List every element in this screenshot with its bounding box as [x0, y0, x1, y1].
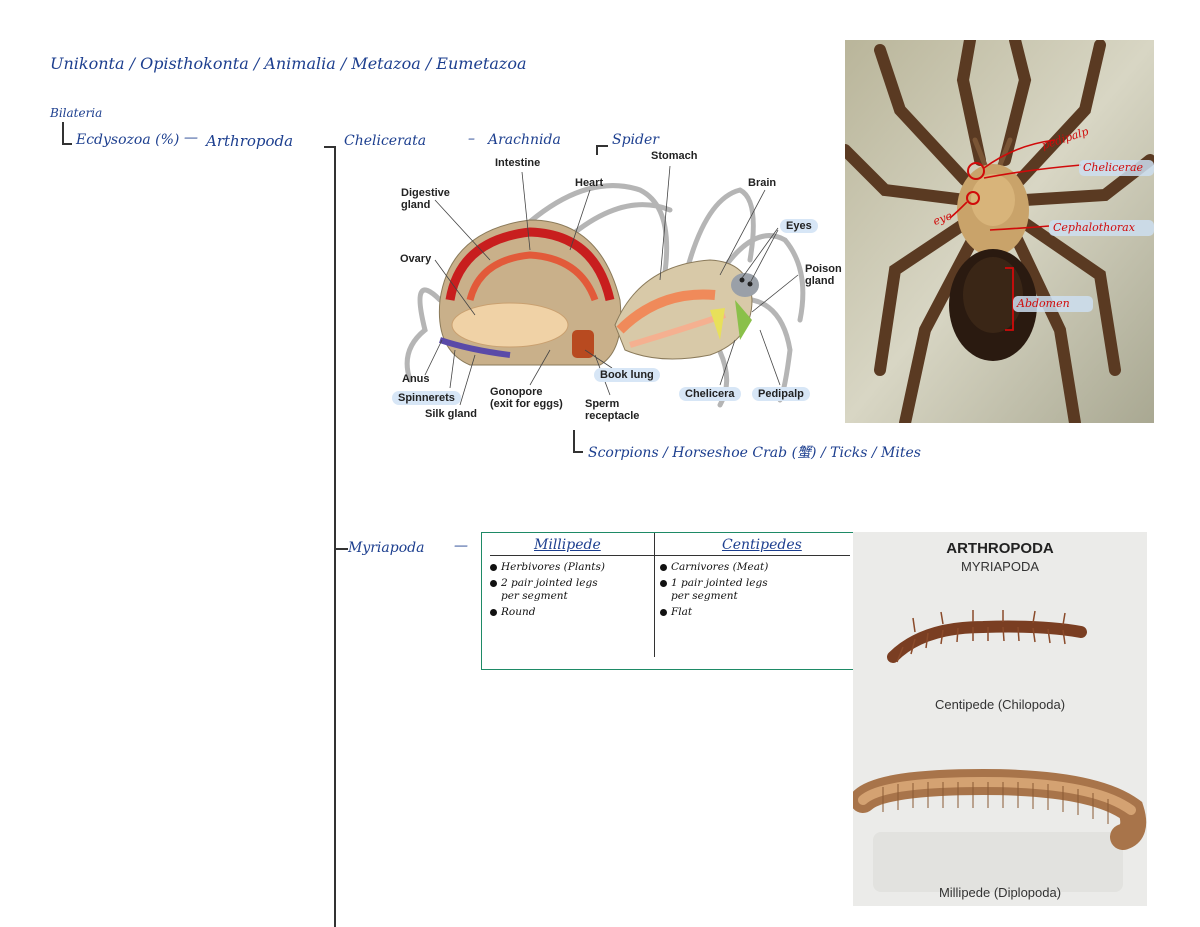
millipede-drawing — [853, 768, 1147, 850]
table-header-millipede: Millipede — [534, 537, 601, 553]
label-poison-gland: Poison gland — [805, 263, 842, 287]
photo-subtitle: MYRIAPODA — [960, 559, 1039, 574]
chelicerata-others: Scorpions / Horseshoe Crab (蟹) / Ticks /… — [588, 445, 921, 461]
ovary-shape — [451, 302, 569, 348]
tree-connector-bilateria-h — [62, 143, 72, 145]
millipede-centipede-table: Millipede Centipedes Herbivores (Plants)… — [481, 532, 854, 670]
photo-title: ARTHROPODA — [946, 540, 1054, 557]
chelicerata-dash: – — [468, 131, 475, 147]
arthropoda-label: Arthropoda — [206, 132, 294, 150]
others-branch-v — [573, 430, 575, 452]
list-item: Herbivores (Plants) — [490, 561, 650, 574]
tarantula-photo: pedipalp Chelicerae eye Cephalothorax Ab… — [845, 40, 1154, 423]
myriapoda-dash: — — [454, 538, 468, 554]
bilateria-label: Bilateria — [50, 106, 103, 120]
spider-branch-h — [596, 145, 608, 147]
label-pedipalp: Pedipalp — [752, 387, 810, 401]
arthropoda-trunk — [334, 146, 336, 927]
spider-label: Spider — [612, 132, 659, 148]
arthropoda-branch-h — [324, 146, 336, 148]
label-brain: Brain — [748, 177, 777, 189]
spider-anatomy-diagram — [404, 165, 806, 408]
cephalothorax-highlight — [1049, 220, 1154, 236]
chelicerae-highlight — [1079, 160, 1154, 176]
label-sperm-receptacle: Sperm receptacle — [585, 398, 640, 422]
arachnida-label: Arachnida — [488, 132, 561, 148]
label-eyes: Eyes — [780, 219, 818, 233]
annotation-cephalothorax: Cephalothorax — [1053, 221, 1135, 234]
label-chelicera: Chelicera — [679, 387, 741, 401]
table-header-rule — [490, 555, 850, 557]
label-ovary: Ovary — [400, 253, 432, 265]
myriapoda-branch-h — [334, 548, 348, 550]
list-item: Round — [490, 606, 650, 619]
label-stomach: Stomach — [651, 150, 698, 162]
chelicerata-label: Chelicerata — [344, 133, 427, 149]
annotation-abdomen: Abdomen — [1017, 297, 1070, 310]
others-branch-h — [573, 451, 583, 453]
table-column-divider — [654, 533, 656, 657]
label-heart: Heart — [575, 177, 604, 189]
label-book-lung: Book lung — [594, 368, 660, 382]
label-intestine: Intestine — [495, 157, 541, 169]
label-gonopore: Gonopore (exit for eggs) — [490, 386, 563, 410]
label-spinnerets: Spinnerets — [392, 391, 461, 405]
myriapoda-photo: ARTHROPODA MYRIAPODA Centipede (Chilopod… — [853, 532, 1147, 906]
myriapoda-label: Myriapoda — [348, 540, 425, 556]
list-item: 2 pair jointed legs per segment — [490, 577, 650, 603]
abdomen-highlight — [1013, 296, 1093, 312]
spider-branch-v — [596, 145, 598, 155]
millipede-traits: Herbivores (Plants) 2 pair jointed legs … — [490, 561, 650, 622]
ecdysozoa-label: Ecdysozoa (%) — [76, 132, 180, 148]
centipede-caption: Centipede (Chilopoda) — [934, 697, 1066, 712]
ecdysozoa-dash: — — [184, 130, 198, 146]
taxonomy-path: Unikonta / Opisthokonta / Animalia / Met… — [50, 54, 527, 73]
tree-connector-bilateria — [62, 122, 64, 144]
label-digestive-gland: Digestive gland — [401, 187, 450, 211]
table-header-centipedes: Centipedes — [722, 537, 802, 553]
annotation-chelicerae: Chelicerae — [1083, 161, 1144, 174]
millipede-caption: Millipede (Diplopoda) — [938, 885, 1062, 900]
label-silk-gland: Silk gland — [425, 408, 477, 420]
centipede-drawing — [887, 610, 1087, 663]
book-lung-shape — [572, 330, 594, 358]
list-item: Carnivores (Meat) — [660, 561, 830, 574]
label-anus: Anus — [402, 373, 430, 385]
list-item: 1 pair jointed legs per segment — [660, 577, 830, 603]
list-item: Flat — [660, 606, 830, 619]
centipede-traits: Carnivores (Meat) 1 pair jointed legs pe… — [660, 561, 830, 622]
